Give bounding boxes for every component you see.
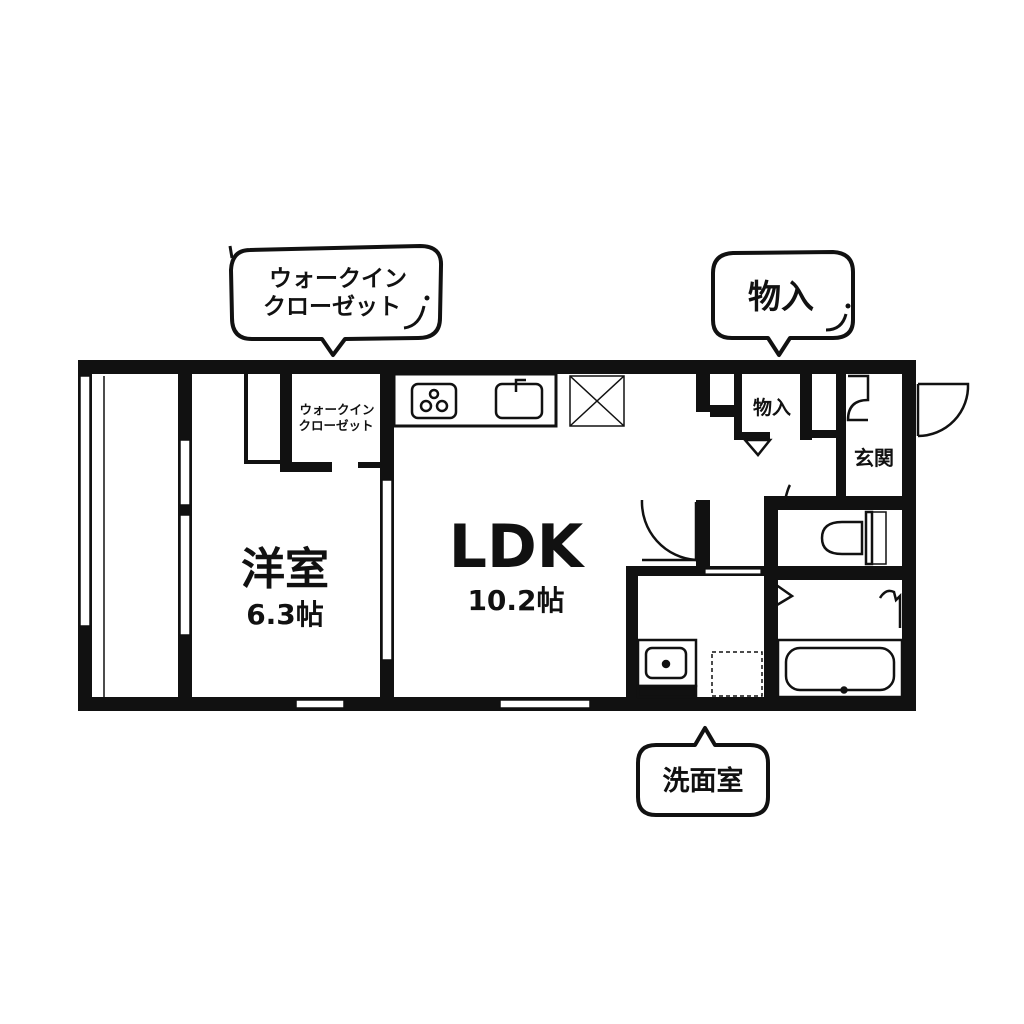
- callout-storage: 物入: [711, 250, 855, 357]
- room-wic-line2: クローゼット: [298, 418, 373, 433]
- toilet-icon: [820, 510, 874, 566]
- room-ldk-size: 10.2帖: [467, 584, 564, 617]
- callout-wic-line2: クローゼット: [263, 294, 401, 320]
- stove-icon: [410, 382, 458, 420]
- room-western-name: 洋室: [241, 544, 329, 595]
- room-ldk-name: LDK: [449, 512, 586, 582]
- callout-washroom: 洗面室: [636, 726, 770, 817]
- callout-washroom-text: 洗面室: [663, 765, 744, 797]
- bathtub-icon: [776, 589, 904, 699]
- sink-icon: [494, 378, 544, 420]
- room-wic-line1: ウォークイン: [299, 402, 374, 417]
- doors: [640, 374, 970, 610]
- callout-wic-line1: ウォークイン: [269, 266, 407, 292]
- callout-storage-text: 物入: [748, 277, 814, 316]
- kitchen-counter: [392, 372, 558, 428]
- windows: [79, 375, 887, 709]
- washer-icon: [711, 651, 763, 697]
- washbasin-icon: [636, 638, 698, 699]
- room-storage-name: 物入: [753, 396, 791, 419]
- room-western-size: 6.3帖: [246, 598, 324, 631]
- fridge-icon: [569, 375, 625, 427]
- callout-wic: ウォークイン クローゼット: [228, 244, 444, 357]
- room-entrance-name: 玄関: [854, 446, 894, 470]
